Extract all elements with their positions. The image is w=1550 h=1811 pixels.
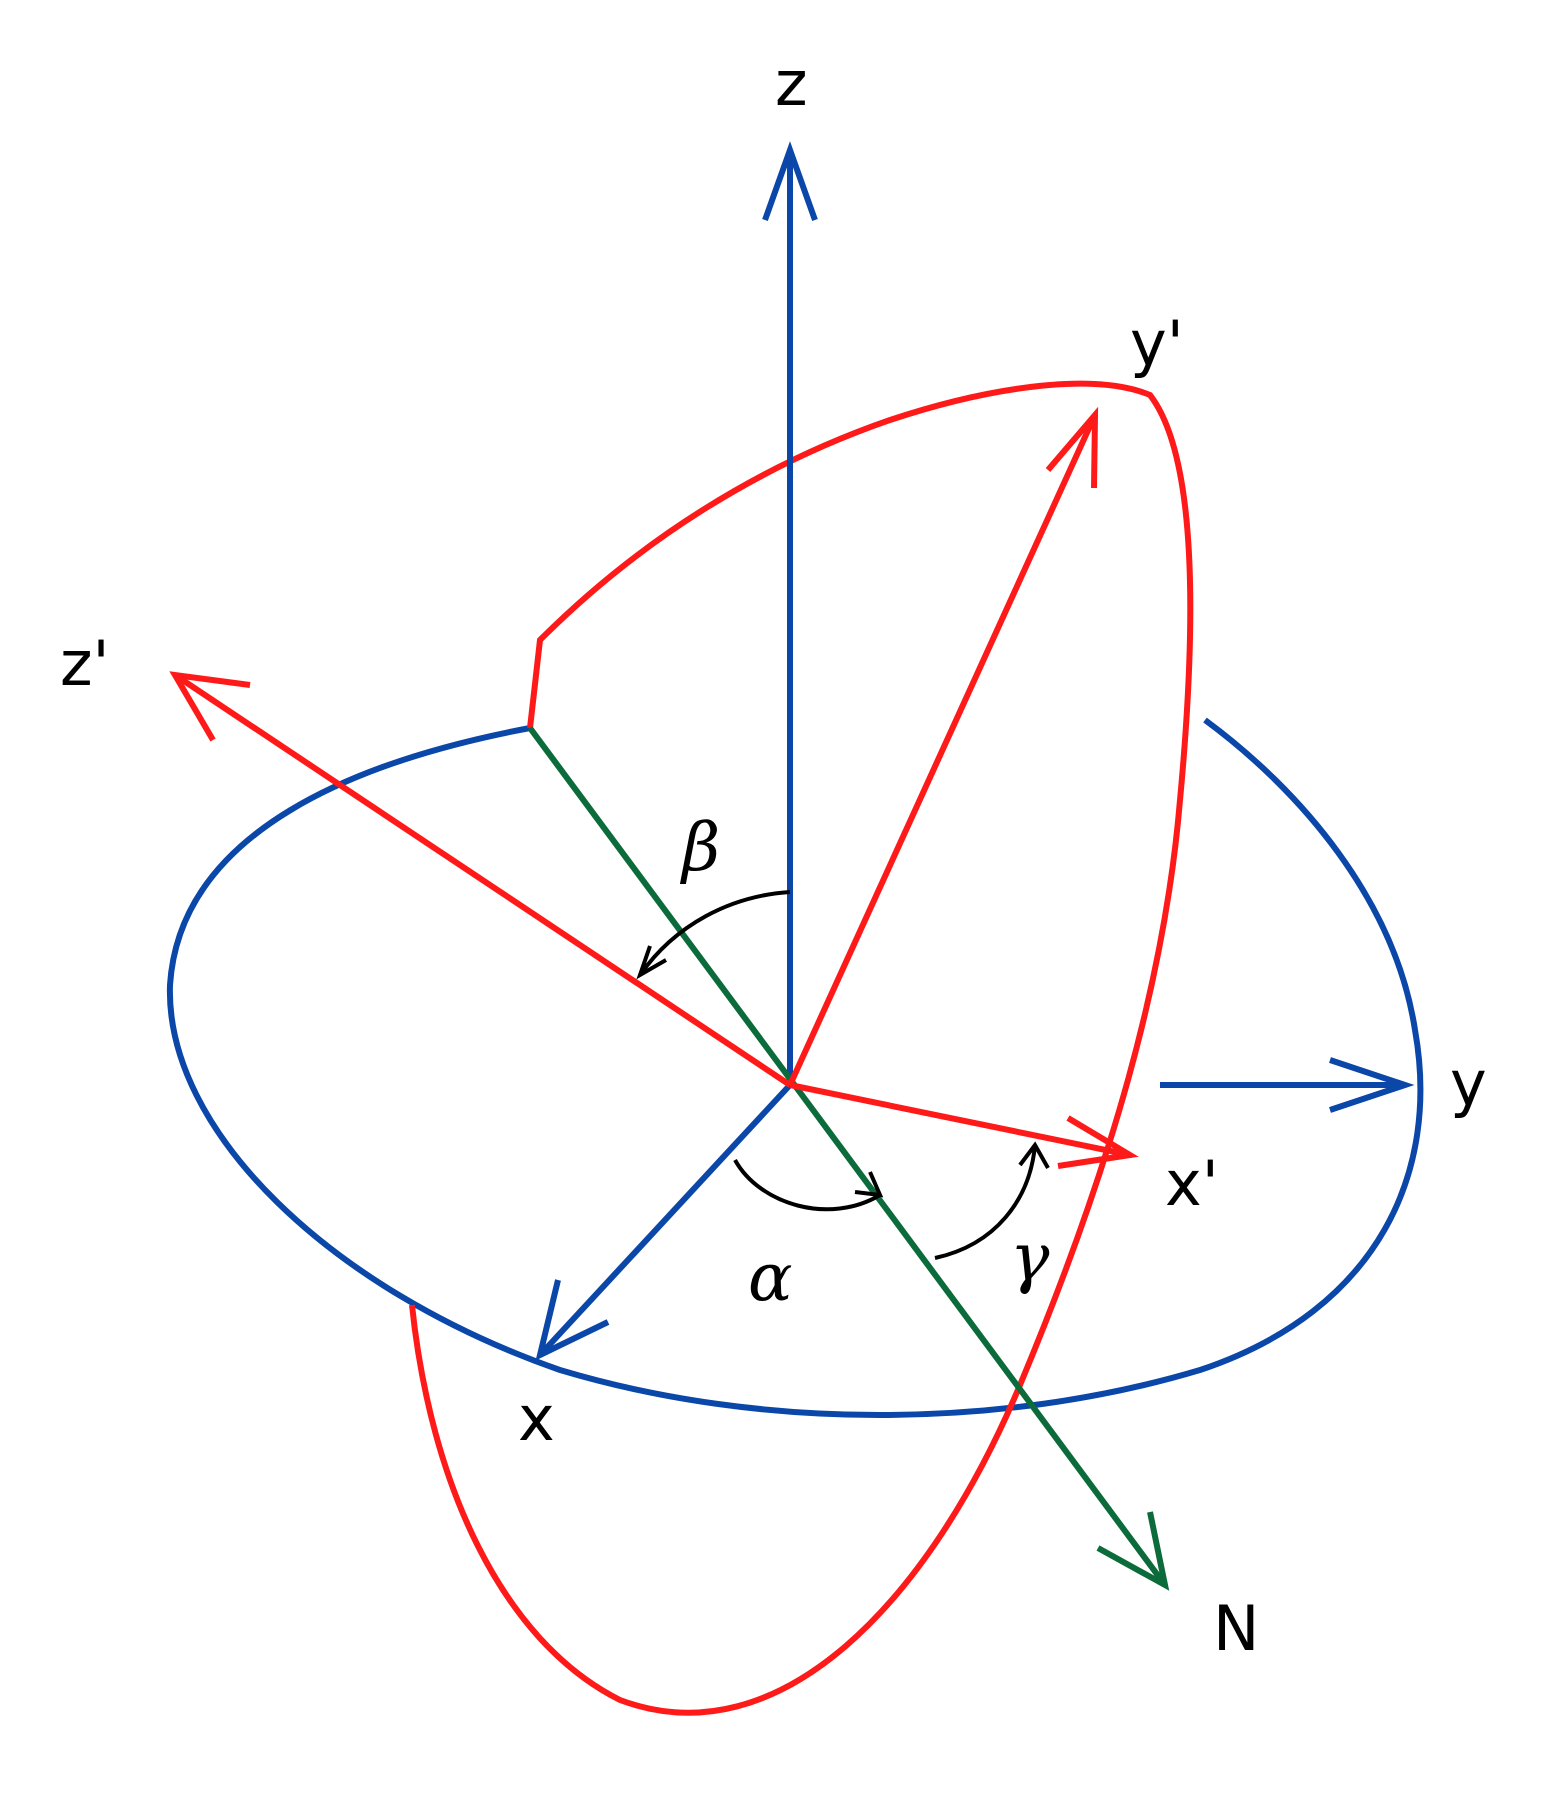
- label-y-prime: y': [1130, 307, 1184, 380]
- label-z: z: [775, 47, 808, 120]
- label-z-prime: z': [60, 627, 110, 700]
- x-axis: [535, 1082, 793, 1361]
- z-prime-axis: [169, 671, 792, 1088]
- x-prime-axis: [789, 1082, 1139, 1169]
- rotated-plane-circle: [409, 380, 1194, 1716]
- label-gamma: γ: [1010, 1219, 1050, 1296]
- label-y: y: [1450, 1047, 1487, 1120]
- z-axis: [762, 141, 818, 1080]
- label-x: x: [518, 1382, 555, 1455]
- xy-plane-ellipse: [166, 717, 1424, 1418]
- beta-angle-arc: [636, 890, 791, 980]
- gamma-angle-arc: [934, 1141, 1050, 1260]
- label-N: N: [1213, 1592, 1259, 1665]
- label-alpha: α: [748, 1239, 793, 1316]
- line-of-nodes: [527, 726, 1170, 1591]
- label-x-prime: x': [1165, 1147, 1219, 1220]
- y-axis: [1160, 1057, 1415, 1113]
- label-beta: β: [679, 809, 720, 886]
- alpha-angle-arc: [733, 1159, 884, 1212]
- y-prime-axis: [787, 406, 1099, 1087]
